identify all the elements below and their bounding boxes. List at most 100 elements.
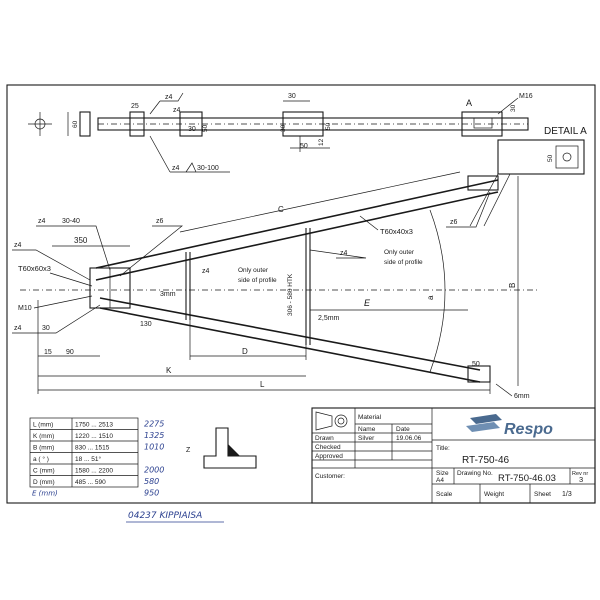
tb-size-value: A4 [436,477,444,484]
tb-approved-label: Approved [315,453,343,460]
only-outer-note-1b: side of profile [238,277,277,284]
detail-a-marker: A [466,98,472,108]
top-dim-30b: 30 [188,126,196,133]
top-dim-12: 12 [318,138,325,146]
top-weld-z4-1: z4 [165,94,173,101]
tb-sheet-value: 1/3 [562,491,572,498]
top-rail-end [461,111,503,137]
weld-z6-top: z6 [156,218,164,225]
top-weld-z4-3: z4 [172,165,180,172]
dim-m10: M10 [18,305,32,312]
top-weld-z4-2: z4 [173,107,181,114]
tb-drawn-date: 19.06.06 [396,435,422,442]
param-name-5: D (mm) [33,479,55,486]
dim-50-right: 50 [472,361,480,368]
top-dim-50b: 50 [202,124,209,132]
top-dim-30: 30 [288,93,296,100]
weld-symbol-z: Z [186,447,191,454]
dim-90: 90 [66,349,74,356]
param-name-4: C (mm) [33,468,55,475]
end-view-dim-60: 60 [72,120,79,128]
dim-label-b: B [508,283,517,288]
weld-z4-left-top: z4 [38,218,46,225]
top-end-dim-30: 30 [510,104,517,112]
title-block: Material Name Date Drawn Silver 19.06.06… [311,407,596,504]
param-range-2: 830 ... 1515 [75,445,110,452]
tb-material-label: Material [358,414,382,421]
detail-a-title: DETAIL A [544,126,587,137]
param-range-5: 485 ... 590 [75,479,106,486]
param-handwritten-1: 1325 [144,431,164,440]
top-dim-25: 25 [131,103,139,110]
dim-350: 350 [74,236,88,245]
dim-label-d: D [242,347,248,356]
tb-title-value: RT-750-46 [462,455,510,466]
dim-label-k: K [166,366,172,375]
param-name-1: K (mm) [33,433,54,440]
tb-customer-label: Customer: [315,473,345,480]
param-handwritten-0: 2275 [144,420,164,429]
weld-range-30-40: 30-40 [62,218,80,225]
top-dim-50c: 50 [325,122,332,130]
tb-drawing-no-label: Drawing No. [457,470,493,477]
dim-label-l: L [260,380,265,389]
weld-symbol: Z [186,427,257,469]
dim-3mm: 3mm [160,291,176,298]
parameter-table: L (mm) 1750 ... 2513 K (mm) 1220 ... 1510 B … [29,417,139,488]
weld-z6-right: z6 [450,219,458,226]
detail-a-body [497,139,585,175]
weld-z4-mid: z4 [340,250,348,257]
top-rail-plate [282,111,324,137]
dim-label-e: E [364,298,371,308]
param-name-2: B (mm) [33,445,54,452]
tb-rev-value: 3 [579,475,583,484]
tb-drawing-no-value: RT-750-46.03 [498,473,556,484]
profile-right: T60x40x3 [380,227,413,236]
tb-rev-label: Rev nr [572,471,588,477]
param-handwritten-6: 950 [144,489,159,498]
top-rail-bracket [129,111,145,137]
tb-drawn-label: Drawn [315,435,334,442]
handwritten-note: 04237 KIPPIAISA [128,511,202,521]
tb-checked-label: Checked [315,444,341,451]
main-frame-view: B C a E D K L 350 z4 30-40 z6 z4 z4 z [12,171,540,400]
param-range-3: 18 ... 51° [75,455,101,463]
tb-drawn-name: Silver [358,435,375,442]
only-outer-note-2b: side of profile [384,259,423,266]
drawing-frame [6,84,596,504]
tb-date-label: Date [396,426,410,433]
param-range-0: 1750 ... 2513 [75,422,113,429]
tb-weight-label: Weight [484,491,504,498]
top-detail-views: 60 25 30 30 50 50 30 50 12 z4 z4 z4 30-1… [28,92,587,227]
dim-30-bottom: 30 [42,325,50,332]
param-range-1: 1220 ... 1510 [75,433,113,440]
param-handwritten-5: 580 [144,477,159,486]
tb-scale-label: Scale [436,491,453,498]
detail-a-dim-50: 50 [547,154,554,162]
param-range-4: 1580 ... 2200 [75,468,113,475]
tb-sheet-label: Sheet [534,491,551,498]
top-rail-tube [179,111,203,137]
bolt-m16: M16 [519,93,533,100]
dim-15: 15 [44,349,52,356]
respo-logo: Respo [466,414,553,438]
dim-130: 130 [140,321,152,328]
dim-6mm: 6mm [514,393,530,400]
top-dim-50: 50 [300,143,308,150]
param-name-0: L (mm) [33,422,53,429]
param-name-3: a ( ° ) [33,455,49,463]
dim-label-a: a [426,295,435,300]
weld-z4-bottom: z4 [14,325,22,332]
dim-label-c: C [278,205,284,214]
dim-2-5mm: 2,5mm [318,315,340,322]
tb-name-label: Name [358,426,376,433]
param-handwritten-4: 2000 [144,466,164,475]
weld-z4-left: z4 [14,242,22,249]
param-handwritten-2: 1010 [144,443,164,452]
top-dim-30c: 30 [280,124,287,132]
dim-306-580: 306 - 580 HTK [287,273,294,316]
only-outer-note-1: Only outer [238,267,269,274]
only-outer-note-2: Only outer [384,249,415,256]
